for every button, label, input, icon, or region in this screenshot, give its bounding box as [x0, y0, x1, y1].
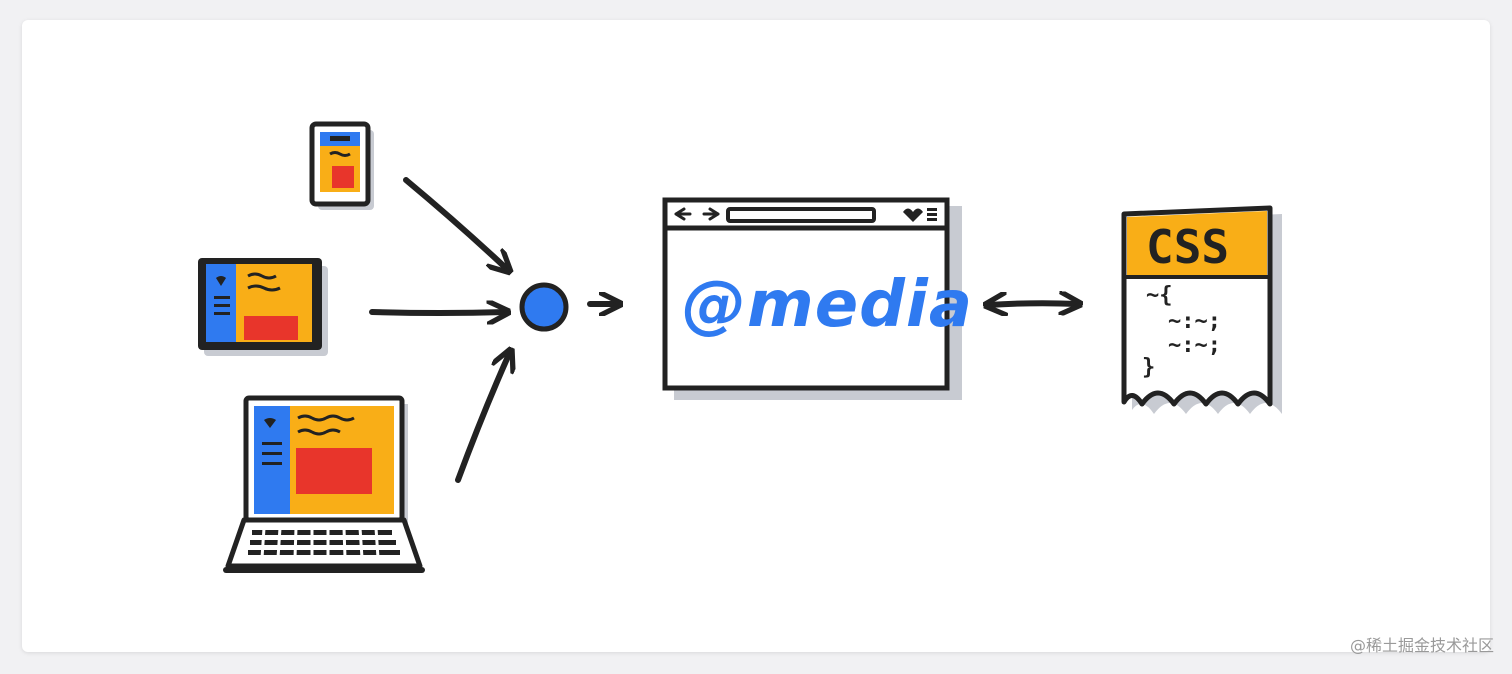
css-label: CSS [1146, 220, 1229, 274]
code-line-1: ~{ [1146, 283, 1173, 308]
laptop-icon [223, 395, 425, 573]
media-label: @media [682, 268, 973, 342]
laptop-arrow [455, 352, 510, 483]
media-query-node-icon [519, 282, 569, 332]
device-arrows [369, 177, 510, 483]
browser-css-double-arrow [988, 303, 1078, 305]
tablet-arrow [369, 312, 506, 313]
code-line-2: ~:~; [1168, 309, 1221, 334]
code-line-3: ~:~; [1168, 333, 1221, 358]
browser-window-icon: @media [662, 197, 973, 400]
tablet-icon [198, 258, 328, 356]
css-file-icon: CSS ~{ ~:~; ~:~; } [1121, 205, 1282, 414]
phone-arrow [403, 177, 508, 270]
phone-icon [309, 121, 374, 210]
code-line-4: } [1142, 355, 1155, 380]
watermark: @稀土掘金技术社区 [1349, 636, 1494, 655]
